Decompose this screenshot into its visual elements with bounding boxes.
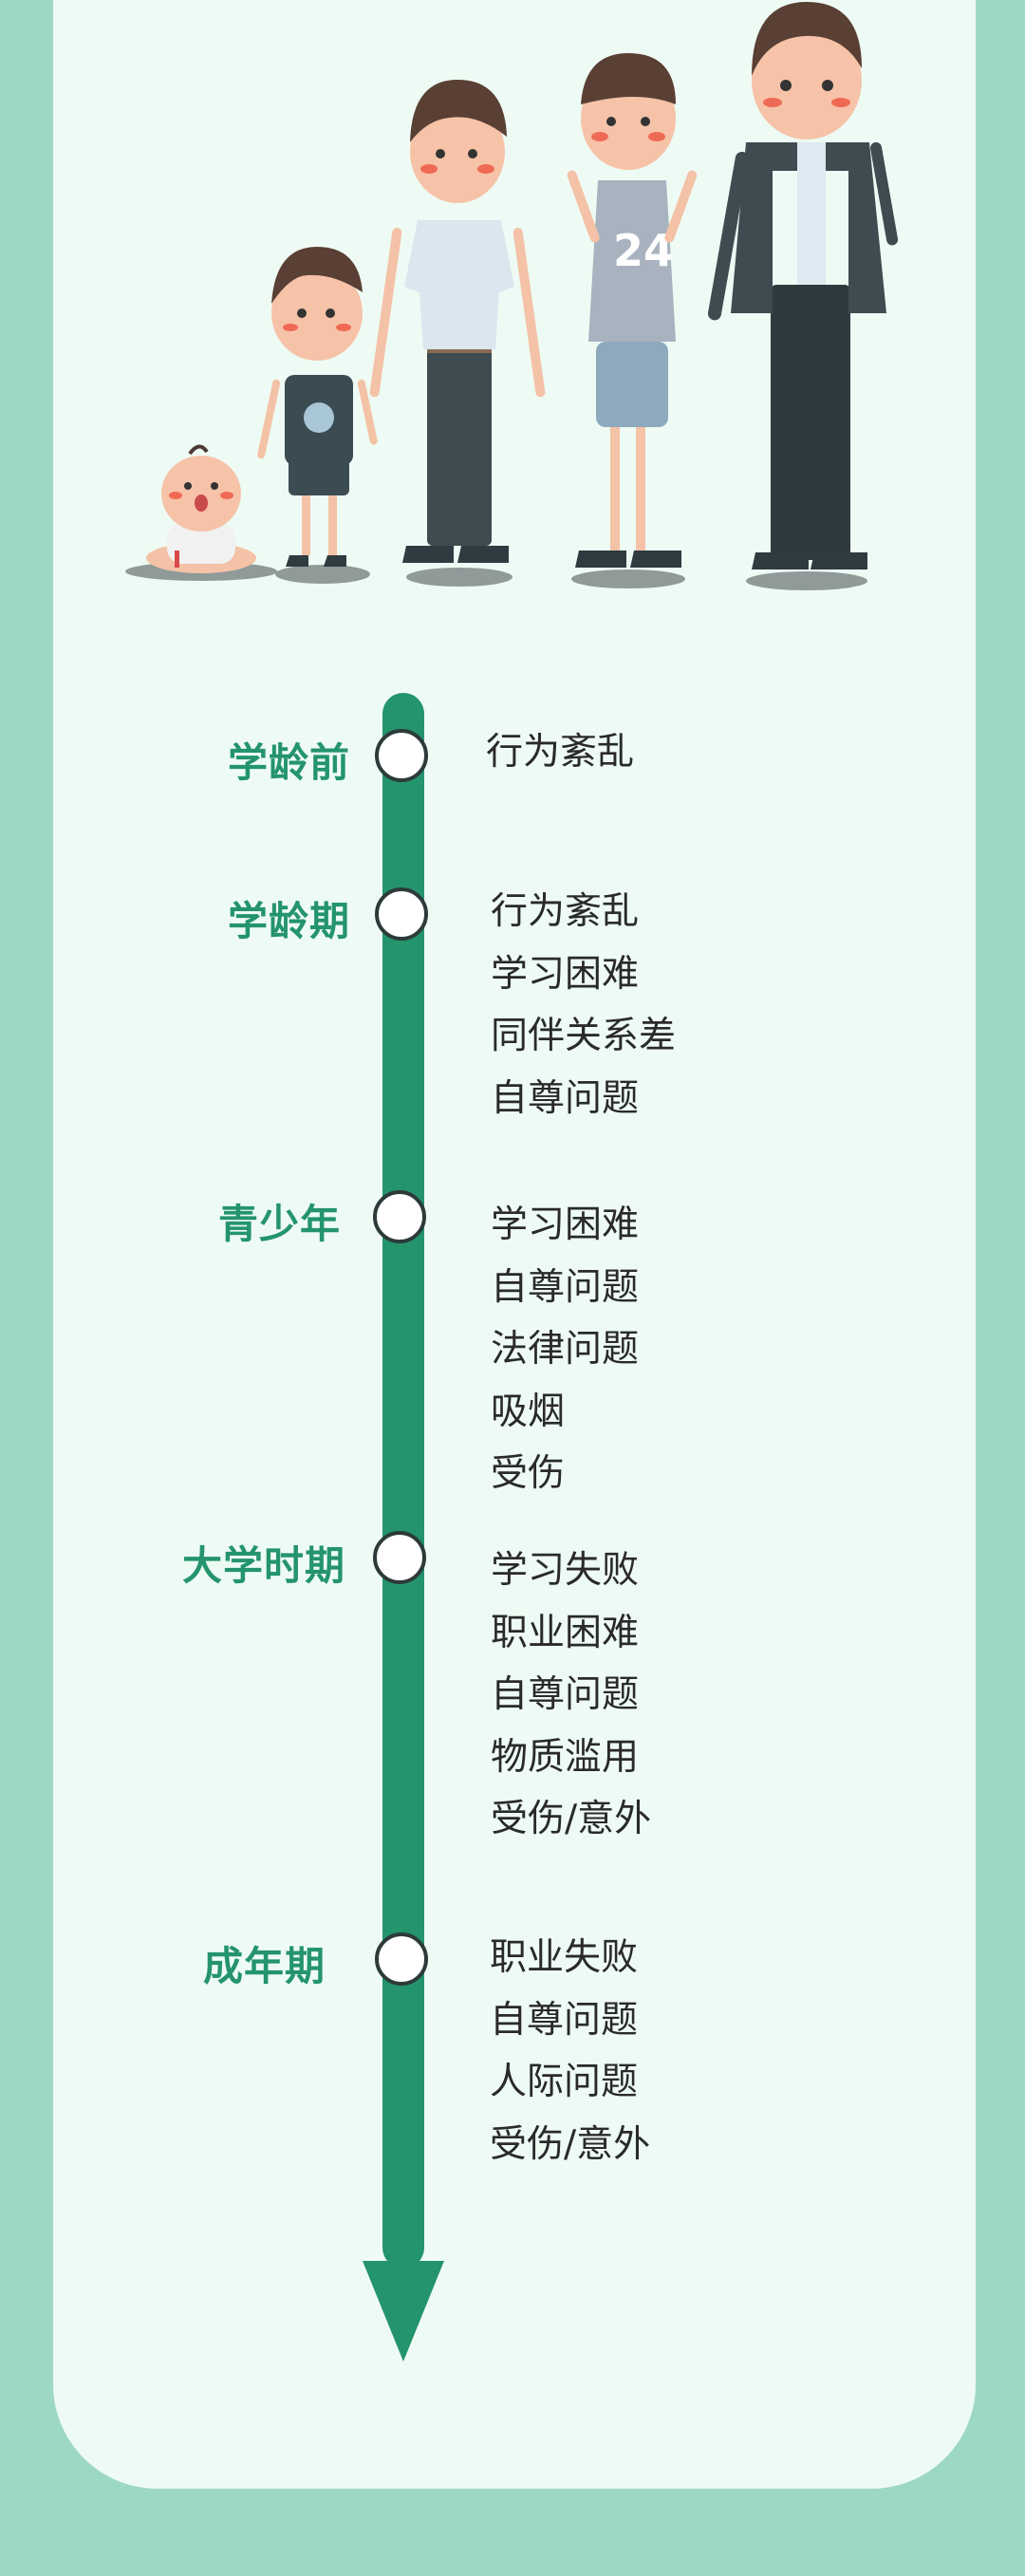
issue-item: 同伴关系差 — [491, 1015, 677, 1057]
adult-figure — [707, 2, 899, 590]
issue-item: 行为紊乱 — [486, 731, 635, 774]
issue-list-college: 学习失败 职业困难 自尊问题 物质滥用 受伤/意外 — [491, 1540, 651, 1851]
issue-item: 法律问题 — [491, 1328, 640, 1371]
stage-label-preschool: 学龄前 — [228, 739, 351, 786]
issue-item: 受伤/意外 — [491, 1798, 652, 1840]
issue-item: 学习失败 — [491, 1549, 640, 1592]
issue-item: 人际问题 — [490, 2061, 639, 2103]
boy-figure — [369, 80, 546, 587]
issue-item: 自尊问题 — [491, 1673, 640, 1716]
issue-item: 受伤/意外 — [490, 2122, 651, 2166]
stage-label-school-age: 学龄期 — [228, 898, 351, 944]
issue-item: 自尊问题 — [491, 1076, 640, 1120]
issue-item: 吸烟 — [491, 1390, 566, 1433]
issue-list-adolescent: 学习困难 自尊问题 法律问题 吸烟 受伤 — [491, 1194, 639, 1505]
issue-item: 自尊问题 — [491, 1265, 640, 1309]
child-figure — [257, 247, 378, 584]
issue-list-school-age: 行为紊乱 学习困难 同伴关系差 自尊问题 — [491, 881, 676, 1129]
issue-list-preschool: 行为紊乱 — [486, 721, 634, 784]
issue-item: 自尊问题 — [490, 1998, 639, 2042]
issue-item: 物质滥用 — [491, 1735, 640, 1779]
timeline-node — [373, 1190, 426, 1243]
issue-item: 学习困难 — [491, 1204, 640, 1246]
timeline-node — [375, 887, 428, 941]
jersey-number: 24 — [613, 225, 674, 276]
teen-figure: 24 — [567, 53, 698, 588]
issue-item: 行为紊乱 — [491, 890, 640, 933]
issue-item: 职业困难 — [491, 1611, 640, 1654]
issue-item: 职业失败 — [490, 1936, 639, 1979]
growth-illustration: 24 — [125, 2, 899, 590]
timeline-node — [375, 1932, 428, 1986]
stage-label-college: 大学时期 — [182, 1542, 346, 1589]
stage-label-adolescent: 青少年 — [218, 1201, 342, 1247]
timeline-node — [375, 729, 428, 782]
baby-figure — [125, 444, 277, 581]
timeline-node — [373, 1531, 426, 1584]
issue-item: 受伤 — [491, 1452, 566, 1495]
issue-item: 学习困难 — [491, 952, 640, 996]
issue-list-adult: 职业失败 自尊问题 人际问题 受伤/意外 — [490, 1927, 650, 2175]
stage-label-adult: 成年期 — [203, 1943, 326, 1989]
